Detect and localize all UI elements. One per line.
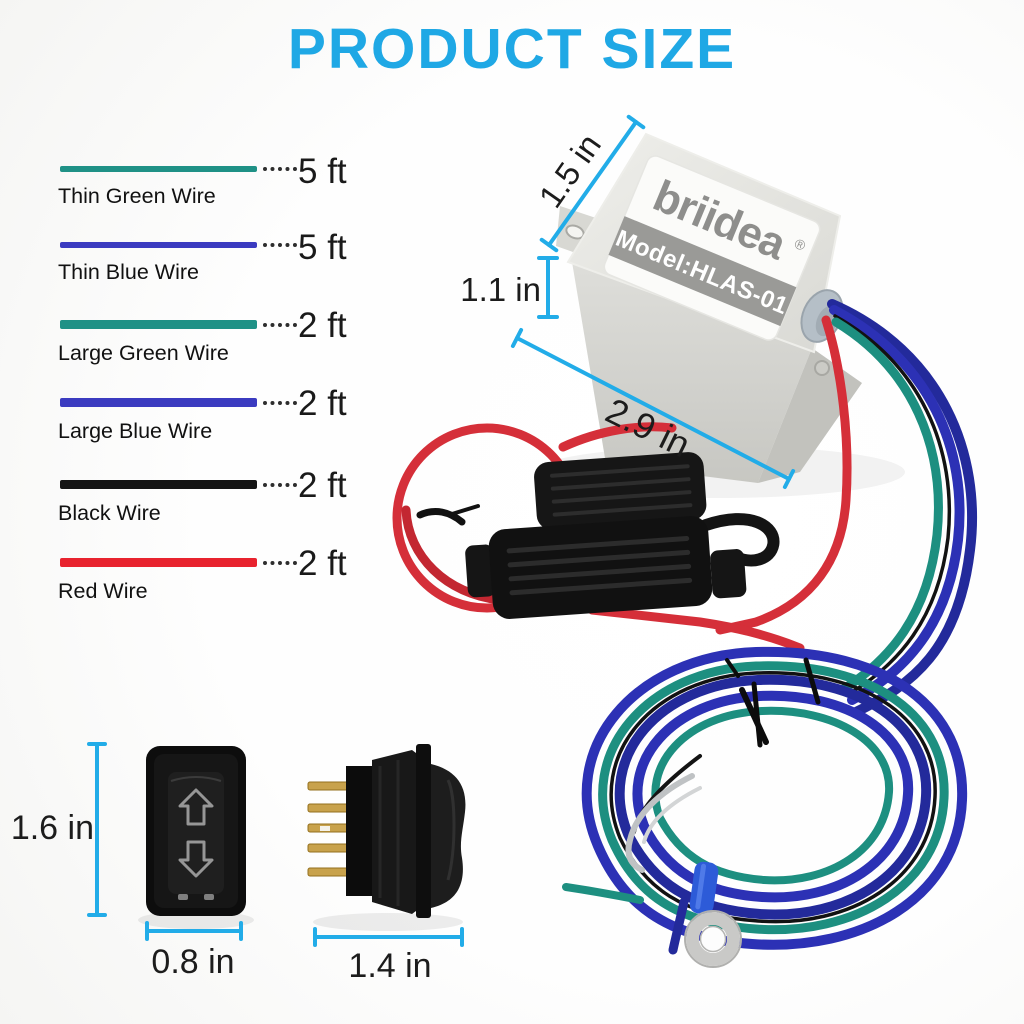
fuse-holder-cap (534, 452, 707, 530)
fuse-holder-cap-ribs (549, 464, 693, 517)
wire-swatch-thin-green (60, 166, 297, 172)
wire-name: Red Wire (58, 579, 148, 603)
dotted-leader (263, 243, 297, 247)
wire-name: Thin Blue Wire (58, 260, 199, 284)
cable-tie-1 (739, 687, 769, 745)
wire-length: 5 ft (298, 152, 347, 191)
wire-length: 2 ft (298, 384, 347, 423)
wire-name: Black Wire (58, 501, 161, 525)
wire-name: Large Green Wire (58, 341, 229, 365)
terminal-ring-hole (699, 925, 727, 953)
wire-length: 5 ft (298, 228, 347, 267)
switch-mount-frame (416, 744, 431, 918)
up-arrow-icon (178, 788, 214, 826)
red-wire-to-coil (587, 605, 805, 653)
red-wire-end (558, 422, 677, 452)
pin-glint (320, 826, 330, 831)
dimension-line-switch-height (87, 742, 107, 917)
wire-swatch-black (60, 480, 297, 489)
black-wire (833, 314, 952, 697)
wire-row-black: 2 ft Black Wire (58, 468, 388, 526)
red-wire-from-module (715, 315, 852, 635)
dimension-line-width (510, 328, 796, 489)
dotted-leader (263, 322, 297, 327)
rocker-foot-right (204, 894, 214, 900)
fuse-holder-clip (699, 513, 780, 567)
fuse-holder (465, 452, 780, 619)
wire-row-large-green: 2 ft Large Green Wire (58, 308, 388, 366)
fuse-holder-left-bushing (465, 544, 496, 598)
cable-tie-tail-1 (725, 658, 740, 678)
dimension-height-label: 1.1 in (460, 271, 541, 308)
dimension-line-switch-side-width (313, 927, 464, 947)
fuse-holder-right-bushing (710, 549, 747, 599)
cable-tie-tail (450, 504, 480, 516)
switch-side-width-label: 1.4 in (348, 947, 432, 985)
mounting-hole-right (814, 360, 830, 376)
dimension-line-switch-width (145, 921, 243, 941)
dotted-leader (263, 400, 297, 405)
model-band (608, 216, 797, 327)
blue-wire (829, 305, 965, 705)
wire-row-large-blue: 2 ft Large Blue Wire (58, 386, 388, 444)
wire-name: Large Blue Wire (58, 419, 213, 443)
wire-length: 2 ft (298, 306, 347, 345)
stripped-wire-strands (625, 773, 695, 873)
dotted-leader (263, 167, 297, 171)
wire-swatch-large-green (60, 320, 297, 329)
rocker-switch-side (307, 744, 466, 931)
coil-loop-blue-2 (614, 674, 932, 920)
dotted-leader (263, 482, 297, 487)
rocker-foot-left (178, 894, 188, 900)
cable-tie-3 (803, 657, 821, 705)
dimension-line-height (537, 256, 559, 319)
ring-terminal (684, 861, 742, 968)
coil-loop-green-2 (651, 706, 894, 885)
terminal-ring (686, 912, 740, 966)
wire-swatch-thin-blue (60, 242, 297, 248)
fuse-holder-body-ribs (506, 535, 693, 596)
dimension-line-depth (539, 114, 646, 253)
terminal-sleeve-highlight (695, 863, 707, 910)
rocker-side-sheen (446, 779, 456, 881)
rocker-top-sheen (170, 776, 222, 782)
wire-swatch-red (60, 558, 297, 567)
wire-row-thin-green: 5 ft Thin Green Wire (58, 154, 388, 209)
dotted-leader (263, 560, 297, 565)
switch-side-body (372, 750, 420, 914)
blue-wire-tail (668, 897, 689, 955)
wire-row-thin-blue: 5 ft Thin Blue Wire (58, 230, 388, 285)
switch-side-rocker (431, 764, 466, 908)
wire-swatch-large-blue (60, 398, 297, 407)
wire-row-red: 2 ft Red Wire (58, 546, 388, 604)
module-label: briidea ® Model:HLAS-01 (603, 155, 821, 341)
wire-length: 2 ft (298, 544, 347, 583)
wire-name: Thin Green Wire (58, 184, 216, 208)
wire-length: 2 ft (298, 466, 347, 505)
coil-loop-blue-3 (632, 690, 914, 903)
switch-height-label: 1.6 in (10, 809, 94, 847)
cable-tie-2 (751, 681, 763, 748)
switch-pin-carrier (346, 766, 374, 896)
switch-width-label: 0.8 in (151, 943, 235, 981)
rocker-switch-front (138, 746, 254, 929)
down-arrow-icon (178, 840, 214, 878)
green-wire (831, 317, 943, 695)
blue-wire-outer (827, 299, 978, 717)
cable-tie-on-red-wire (416, 508, 466, 526)
terminal-ring-edge (684, 910, 742, 968)
relay-module: briidea ® Model:HLAS-01 (535, 132, 905, 498)
stripped-wire-highlight (642, 786, 702, 844)
page-title: PRODUCT SIZE (287, 17, 737, 81)
green-wire-tail (562, 883, 644, 904)
